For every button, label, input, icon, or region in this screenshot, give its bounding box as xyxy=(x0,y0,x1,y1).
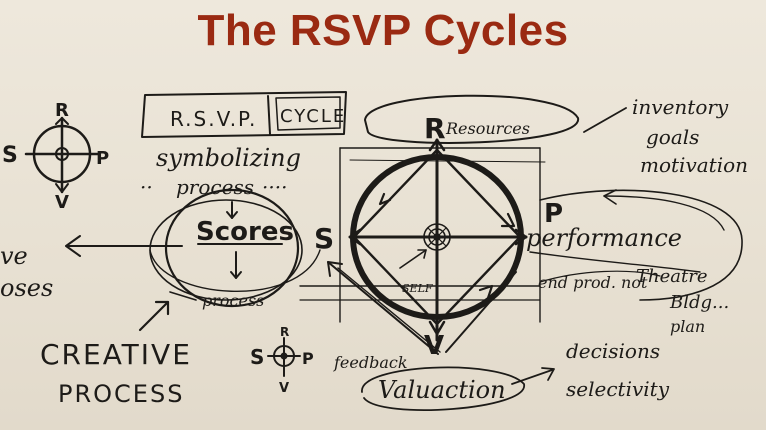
mini-bottom-p: P xyxy=(302,349,314,368)
dots-left: ·· xyxy=(140,175,153,199)
valuaction-ellipse xyxy=(361,366,555,411)
process-upper-text: process xyxy=(176,175,254,199)
scores-text: Scores xyxy=(196,217,294,247)
plan-text: plan xyxy=(670,317,705,336)
mini-rsvp-top xyxy=(24,116,100,194)
decisions-text: decisions xyxy=(566,339,660,363)
mini-top-p: P xyxy=(96,148,109,169)
mini-bottom-s: S xyxy=(250,345,264,369)
end-prod-text: end prod. not xyxy=(538,273,648,292)
page-title: The RSVP Cycles xyxy=(197,6,569,55)
mini-top-v: V xyxy=(55,192,69,213)
pointer-inventory xyxy=(583,107,627,133)
left-edge-line2: oses xyxy=(0,274,53,302)
creative-text: CREATIVE xyxy=(40,338,192,371)
theatre-text: Theatre xyxy=(636,266,707,287)
feedback-lines xyxy=(327,261,517,355)
mini-rsvp-bottom xyxy=(267,337,301,377)
feedback-text: feedback xyxy=(333,353,408,372)
wheel-r: R xyxy=(424,112,446,145)
wheel-s: S xyxy=(314,222,334,255)
wheel-p: P xyxy=(544,199,563,229)
box-rsvp-label: R.S.V.P. xyxy=(170,107,257,131)
bldg-text: Bldg... xyxy=(669,292,729,313)
mini-bottom-r: R xyxy=(280,325,289,339)
inventory-text: inventory xyxy=(632,95,729,119)
mini-top-r: R xyxy=(55,100,69,121)
process-lower-text: process xyxy=(202,291,264,310)
wheel-frame xyxy=(299,147,546,323)
performance-loops xyxy=(529,189,743,301)
self-label: SELF xyxy=(402,282,433,295)
process-caps-text: PROCESS xyxy=(58,380,184,408)
resources-ellipse xyxy=(364,94,579,144)
box-cycle-label: CYCLE xyxy=(280,106,346,127)
valuaction-text: Valuaction xyxy=(378,376,506,404)
wheel-v: V xyxy=(424,331,444,361)
resources-text: Resources xyxy=(445,119,530,138)
arrow-left-long xyxy=(65,235,183,257)
arrow-creative-to-scores xyxy=(138,300,170,332)
selectivity-text: selectivity xyxy=(566,377,670,401)
motivation-text: motivation xyxy=(640,153,748,177)
mini-top-s: S xyxy=(2,143,18,168)
performance-text: performance xyxy=(526,224,682,252)
mini-bottom-v: V xyxy=(279,381,289,396)
goals-text: goals xyxy=(646,125,699,149)
rsvp-cycle-box xyxy=(141,91,347,138)
symbolizing-text: symbolizing xyxy=(156,144,301,172)
scores-circle xyxy=(149,188,321,308)
dots-right: ···· xyxy=(262,175,287,199)
left-edge-line1: ve xyxy=(0,242,28,270)
rsvp-wheel xyxy=(348,138,528,342)
